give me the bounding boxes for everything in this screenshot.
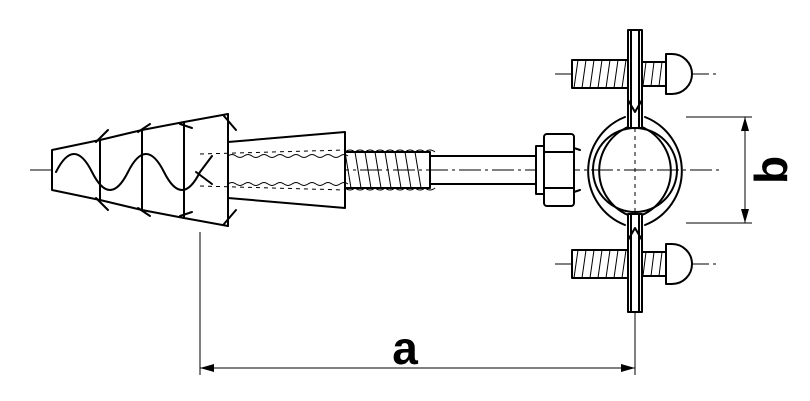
pipe-clamp-ring <box>587 116 683 226</box>
hex-nut <box>535 133 581 207</box>
dimension-b: b <box>686 116 797 224</box>
dimension-a-label: a <box>392 322 418 374</box>
upper-clamp-screw <box>555 29 720 129</box>
dimension-a: a <box>199 232 636 375</box>
wall-plug <box>51 113 349 227</box>
lower-clamp-screw <box>555 213 720 313</box>
threaded-rod <box>344 149 539 191</box>
dimension-b-label: b <box>745 156 797 184</box>
